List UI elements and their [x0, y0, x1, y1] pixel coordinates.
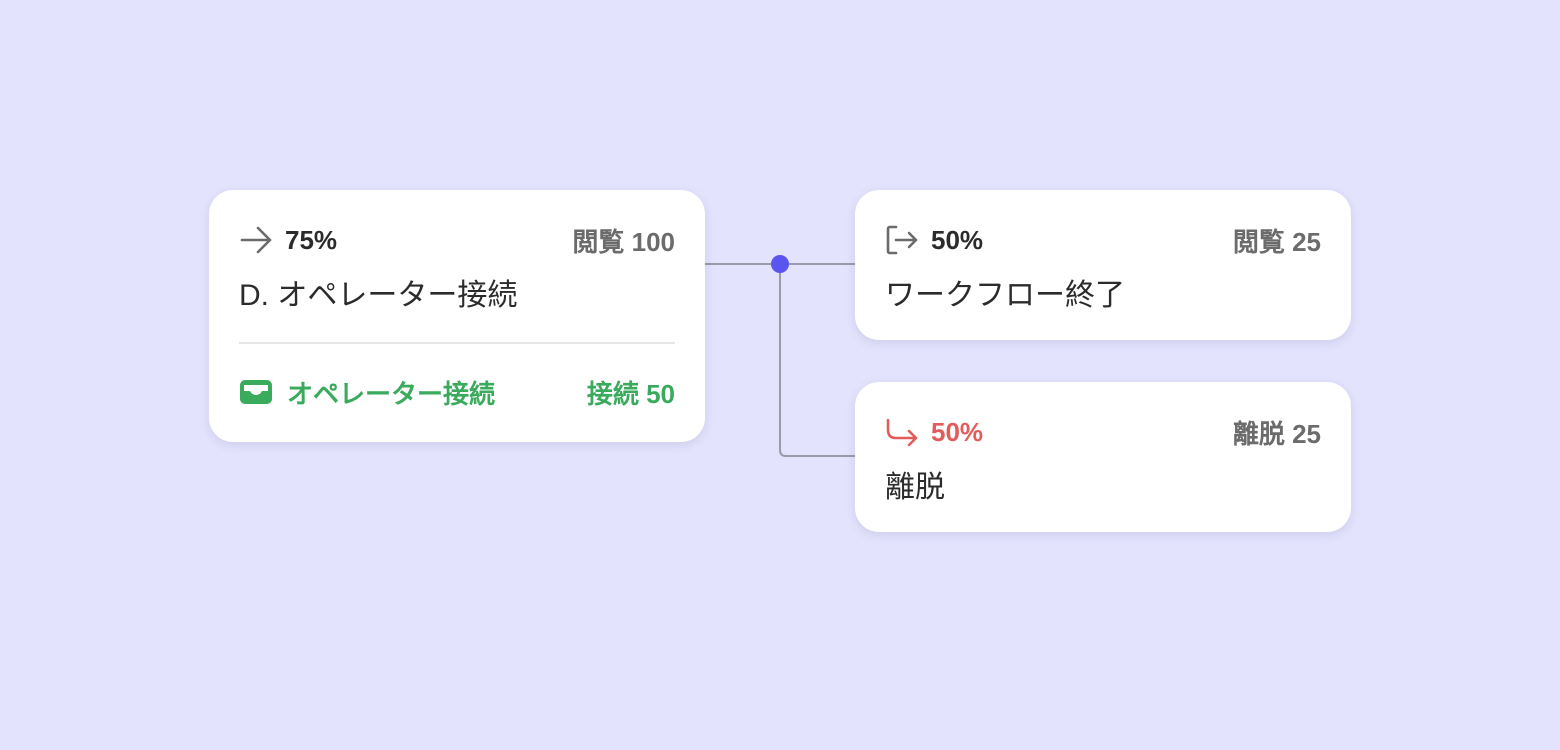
- views-count: 閲覧 100: [572, 226, 675, 257]
- node-title: D. オペレーター接続: [239, 279, 518, 312]
- footer-label: オペレーター接続: [287, 378, 496, 409]
- node-title: ワークフロー終了: [885, 279, 1125, 312]
- branch-handle[interactable]: [771, 255, 789, 273]
- exit-icon: [885, 224, 919, 256]
- views-count: 閲覧 25: [1232, 226, 1321, 257]
- connect-count: 接続 50: [586, 378, 675, 409]
- footer-action[interactable]: オペレーター接続 接続 50: [239, 374, 675, 410]
- dropout-count: 離脱 25: [1232, 418, 1321, 449]
- arrow-right-icon: [239, 225, 273, 255]
- node-title: 離脱: [885, 471, 945, 504]
- divider: [239, 342, 675, 344]
- inbox-icon: [239, 378, 273, 406]
- turn-down-right-icon: [885, 417, 919, 447]
- dropout-percent: 50%: [931, 416, 984, 447]
- node-card-dropout[interactable]: 50% 離脱 25 離脱: [855, 382, 1351, 532]
- conversion-percent: 75%: [285, 224, 338, 255]
- node-card-operator-connect[interactable]: 75% 閲覧 100 D. オペレーター接続 オペレーター接続 接続 50: [209, 190, 705, 442]
- conversion-percent: 50%: [931, 224, 984, 255]
- node-card-workflow-end[interactable]: 50% 閲覧 25 ワークフロー終了: [855, 190, 1351, 340]
